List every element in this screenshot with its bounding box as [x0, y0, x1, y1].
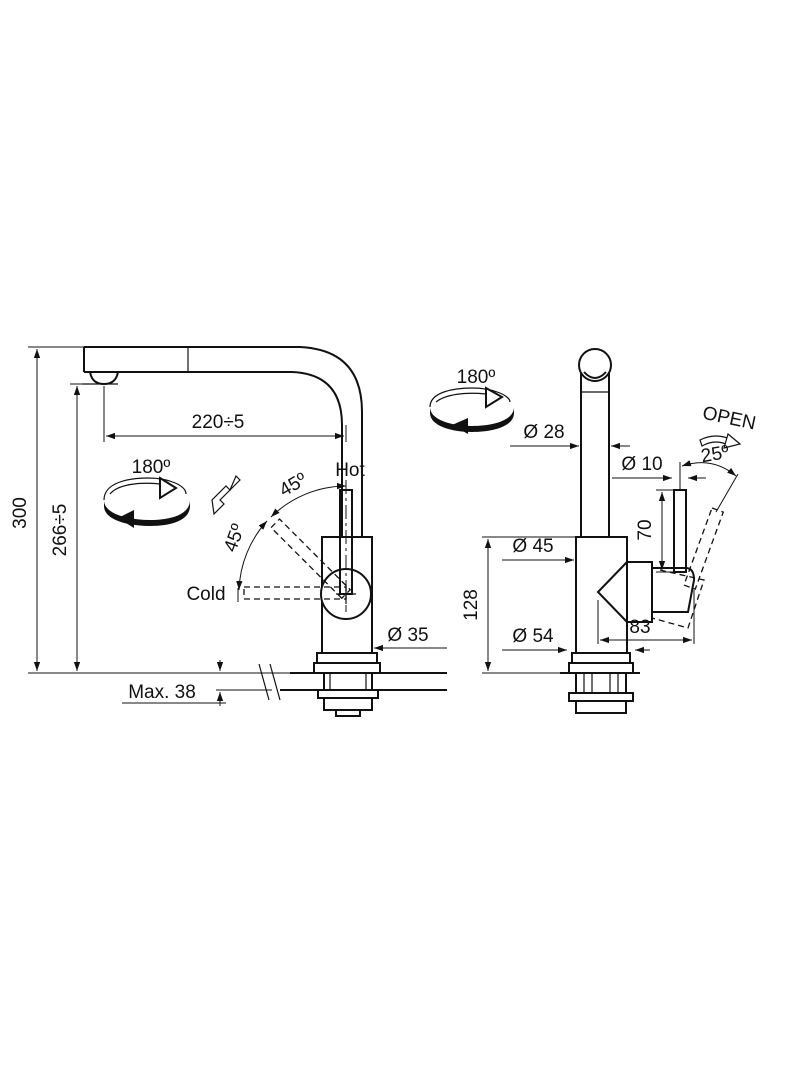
side-swivel-180: 180º	[429, 367, 514, 434]
dim-reach-220-label: 220÷5	[192, 412, 245, 433]
lever-rotation-hint-arrow	[211, 474, 241, 516]
side-body	[560, 489, 725, 714]
dim-lever-diameter-10-label: Ø 10	[621, 454, 662, 475]
dim-height-266-label: 266÷5	[50, 504, 71, 557]
label-cold: Cold	[186, 584, 225, 605]
dim-body-diameter-35: Ø 35	[374, 625, 447, 652]
side-swivel-180-label: 180º	[457, 367, 496, 388]
front-body	[243, 480, 447, 717]
dim-body-diameter-35-label: Ø 35	[387, 625, 428, 646]
dim-height-266: 266÷5	[50, 383, 90, 671]
dim-max-38-label: Max. 38	[128, 682, 196, 703]
front-swivel-180: 180º	[103, 457, 190, 528]
dim-height-300-label: 300	[10, 497, 31, 529]
dim-body-diameter-45: Ø 45	[502, 536, 574, 564]
angle-cold-label: 45º	[220, 521, 249, 555]
dim-lever-depth-83-label: 83	[629, 617, 650, 638]
dim-spout-diameter-28: Ø 28	[510, 422, 630, 450]
side-view: 180º Ø 28 Ø 10 70 Ø 4	[429, 348, 758, 714]
front-spout	[82, 346, 363, 537]
dim-base-diameter-54-label: Ø 54	[512, 626, 554, 647]
open-angle-label: 25º	[699, 442, 730, 468]
front-view: 300 266÷5 220÷5 180º	[10, 346, 447, 717]
lever-open-indicator: OPEN 25º	[679, 403, 758, 513]
dim-spout-diameter-28-label: Ø 28	[523, 422, 564, 443]
dim-lever-diameter-10: Ø 10	[612, 454, 706, 482]
angle-hot-label: 45º	[276, 469, 311, 501]
dim-lever-height-70: 70	[635, 489, 674, 573]
dim-max-38: Max. 38	[122, 660, 272, 706]
dim-lever-height-70-label: 70	[635, 519, 656, 540]
dim-body-height-128: 128	[461, 536, 576, 674]
front-lever-cold-position	[243, 586, 347, 600]
dim-body-height-128-label: 128	[461, 589, 482, 621]
front-swivel-180-label: 180º	[132, 457, 171, 478]
dim-lever-depth-83: 83	[597, 590, 695, 644]
label-hot: Hot	[335, 460, 365, 481]
dim-body-diameter-45-label: Ø 45	[512, 536, 553, 557]
side-spout	[578, 348, 612, 537]
open-label: OPEN	[701, 403, 758, 435]
dim-reach-220: 220÷5	[103, 386, 347, 442]
dim-base-diameter-54: Ø 54	[502, 626, 650, 654]
